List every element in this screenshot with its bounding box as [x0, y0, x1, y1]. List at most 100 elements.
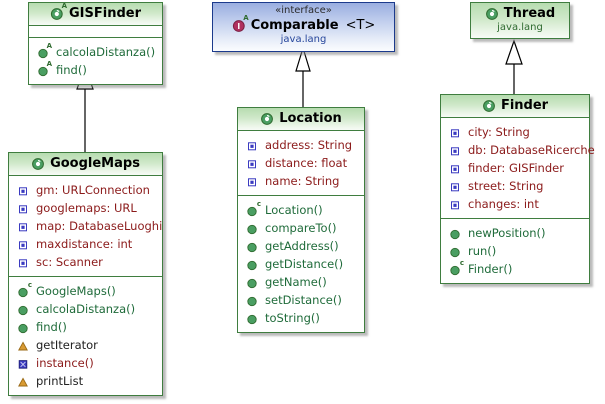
member-label: printList — [36, 374, 84, 388]
member-row[interactable]: db: DatabaseRicerche — [449, 141, 595, 159]
class-name-comparable: Comparable — [250, 18, 339, 33]
relation-finder-thread — [505, 39, 523, 94]
member-label: newPosition() — [468, 226, 546, 240]
member-row[interactable]: gm: URLConnection — [17, 181, 158, 199]
member-label: Location() — [265, 203, 323, 217]
class-box-finder[interactable]: Finder city: String — [440, 94, 595, 284]
public-method-icon: A — [37, 60, 52, 77]
private-field-icon — [246, 139, 259, 152]
member-row[interactable]: map: DatabaseLuoghi — [17, 217, 162, 235]
member-label: find() — [36, 320, 67, 334]
member-row[interactable]: street: String — [449, 177, 585, 195]
member-row[interactable]: c GoogleMaps() — [17, 280, 158, 300]
abstract-superscript: A — [243, 14, 249, 22]
public-method-icon — [246, 258, 259, 271]
member-label: getDistance() — [265, 257, 344, 271]
class-header-location: Location — [238, 108, 364, 131]
member-row[interactable]: instance() — [17, 354, 158, 372]
member-label: setDistance() — [265, 293, 342, 307]
operations-compartment-googlemaps: c GoogleMaps() calcolaDistanza() — [9, 276, 162, 395]
member-label: getName() — [265, 275, 327, 289]
operations-compartment-finder: newPosition() run() c Finder() — [441, 218, 589, 283]
member-row[interactable]: googlemaps: URL — [17, 199, 158, 217]
protected-method-icon — [17, 339, 30, 352]
member-row[interactable]: name: String — [246, 172, 360, 190]
public-method-icon — [246, 294, 259, 307]
private-field-icon — [449, 162, 462, 175]
member-row[interactable]: printList — [17, 372, 158, 390]
member-row[interactable]: c Finder() — [449, 259, 585, 278]
class-box-gisfinder[interactable]: A GISFinder A calcolaDistanza() — [28, 2, 163, 85]
member-row[interactable]: setDistance() — [246, 291, 360, 309]
attributes-compartment-finder: city: String db: DatabaseRicerche — [441, 118, 595, 218]
class-icon — [485, 6, 500, 21]
member-row[interactable]: newPosition() — [449, 224, 585, 242]
operations-compartment-location: c Location() compareTo() getAddre — [238, 195, 364, 332]
member-row[interactable]: getAddress() — [246, 237, 360, 255]
member-row[interactable]: find() — [17, 318, 158, 336]
member-row[interactable]: run() — [449, 242, 585, 260]
member-row[interactable]: A calcolaDistanza() — [37, 41, 158, 61]
member-label: googlemaps: URL — [36, 201, 137, 215]
private-field-icon — [17, 202, 30, 215]
private-field-icon — [449, 144, 462, 157]
member-row[interactable]: getIterator — [17, 336, 158, 354]
member-row[interactable]: finder: GISFinder — [449, 159, 585, 177]
constructor-superscript: c — [256, 199, 261, 208]
member-label: maxdistance: int — [36, 237, 133, 251]
member-row[interactable]: getName() — [246, 273, 360, 291]
private-field-icon — [449, 198, 462, 211]
member-row[interactable]: compareTo() — [246, 219, 360, 237]
member-row[interactable]: A find() — [37, 60, 158, 79]
public-method-icon — [246, 312, 259, 325]
class-box-googlemaps[interactable]: GoogleMaps gm: URLConnection — [8, 152, 163, 396]
member-label: find() — [56, 63, 87, 77]
member-label: address: String — [265, 138, 353, 152]
member-row[interactable]: maxdistance: int — [17, 235, 158, 253]
member-row[interactable]: city: String — [449, 123, 585, 141]
abstract-superscript: A — [46, 41, 52, 50]
member-label: changes: int — [468, 197, 539, 211]
private-field-icon — [449, 126, 462, 139]
operations-compartment-gisfinder: A calcolaDistanza() A find() — [29, 37, 162, 84]
public-method-icon — [449, 227, 462, 240]
public-method-icon — [17, 303, 30, 316]
protected-method-icon — [17, 375, 30, 388]
member-row[interactable]: changes: int — [449, 195, 585, 213]
class-box-thread[interactable]: Thread java.lang — [470, 2, 570, 39]
private-method-icon — [17, 357, 30, 370]
class-box-comparable[interactable]: «interface» I A Comparable <T> java.lang — [212, 2, 395, 52]
member-label: street: String — [468, 179, 544, 193]
private-field-icon — [246, 157, 259, 170]
member-row[interactable]: getDistance() — [246, 255, 360, 273]
public-method-icon: c — [449, 259, 464, 276]
attributes-compartment-googlemaps: gm: URLConnection googlemaps: URL — [9, 176, 162, 276]
member-label: getAddress() — [265, 239, 339, 253]
private-field-icon — [449, 180, 462, 193]
class-header-finder: Finder — [441, 95, 589, 118]
class-box-location[interactable]: Location address: String — [237, 107, 365, 333]
member-row[interactable]: toString() — [246, 309, 360, 327]
member-label: GoogleMaps() — [36, 284, 116, 298]
member-label: gm: URLConnection — [36, 183, 150, 197]
attributes-compartment-location: address: String distance: float — [238, 131, 364, 195]
class-header-gisfinder: A GISFinder — [29, 3, 162, 26]
member-row[interactable]: c Location() — [246, 199, 360, 219]
class-name-thread: Thread — [503, 6, 556, 21]
class-icon — [260, 111, 275, 126]
member-row[interactable]: address: String — [246, 136, 360, 154]
member-label: instance() — [36, 356, 94, 370]
class-name-finder: Finder — [500, 98, 549, 113]
member-label: sc: Scanner — [36, 255, 103, 269]
member-row[interactable]: distance: float — [246, 154, 360, 172]
private-field-icon — [17, 220, 30, 233]
constructor-superscript: c — [27, 280, 32, 289]
member-label: city: String — [468, 125, 530, 139]
member-row[interactable]: sc: Scanner — [17, 253, 158, 271]
class-abstract-icon: A — [50, 3, 67, 21]
attributes-compartment-gisfinder — [29, 26, 162, 37]
member-row[interactable]: calcolaDistanza() — [17, 300, 158, 318]
private-field-icon — [17, 256, 30, 269]
svg-text:I: I — [237, 22, 240, 31]
